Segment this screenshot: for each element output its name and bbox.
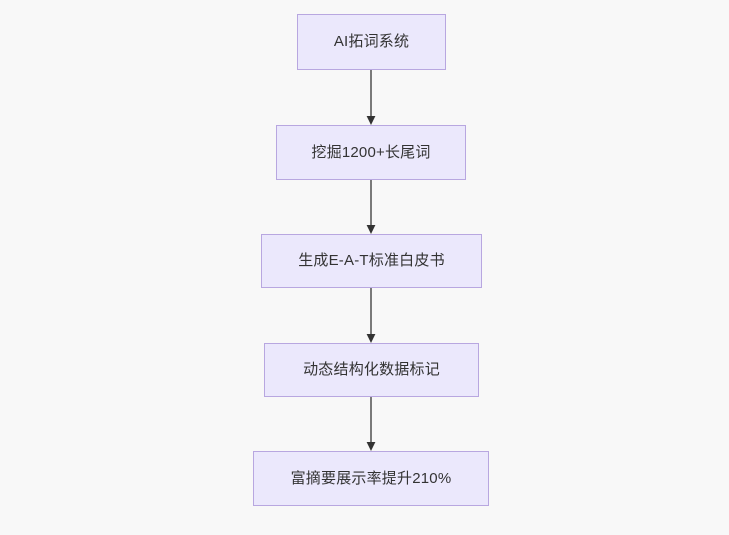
arrow-down-icon [366, 180, 376, 234]
flow-node-label: AI拓词系统 [333, 33, 410, 50]
flow-connector-1 [366, 70, 376, 125]
flow-node-generate-eat-whitepaper[interactable]: 生成E-A-T标准白皮书 [261, 234, 482, 288]
arrow-down-icon [366, 288, 376, 343]
flow-node-label: 挖掘1200+长尾词 [311, 143, 431, 161]
flow-node-rich-snippet-impression-uplift[interactable]: 富摘要展示率提升210% [253, 451, 489, 506]
flow-node-label: 生成E-A-T标准白皮书 [298, 252, 445, 269]
flow-node-ai-keyword-system[interactable]: AI拓词系统 [297, 14, 446, 70]
flow-connector-3 [366, 288, 376, 343]
flow-node-mine-longtail-keywords[interactable]: 挖掘1200+长尾词 [276, 125, 466, 180]
flow-connector-4 [366, 397, 376, 451]
flow-node-label: 动态结构化数据标记 [303, 361, 440, 378]
flow-connector-2 [366, 180, 376, 234]
arrow-down-icon [366, 70, 376, 125]
arrow-down-icon [366, 397, 376, 451]
flow-node-label: 富摘要展示率提升210% [290, 469, 452, 487]
flow-node-dynamic-structured-data-markup[interactable]: 动态结构化数据标记 [264, 343, 479, 397]
